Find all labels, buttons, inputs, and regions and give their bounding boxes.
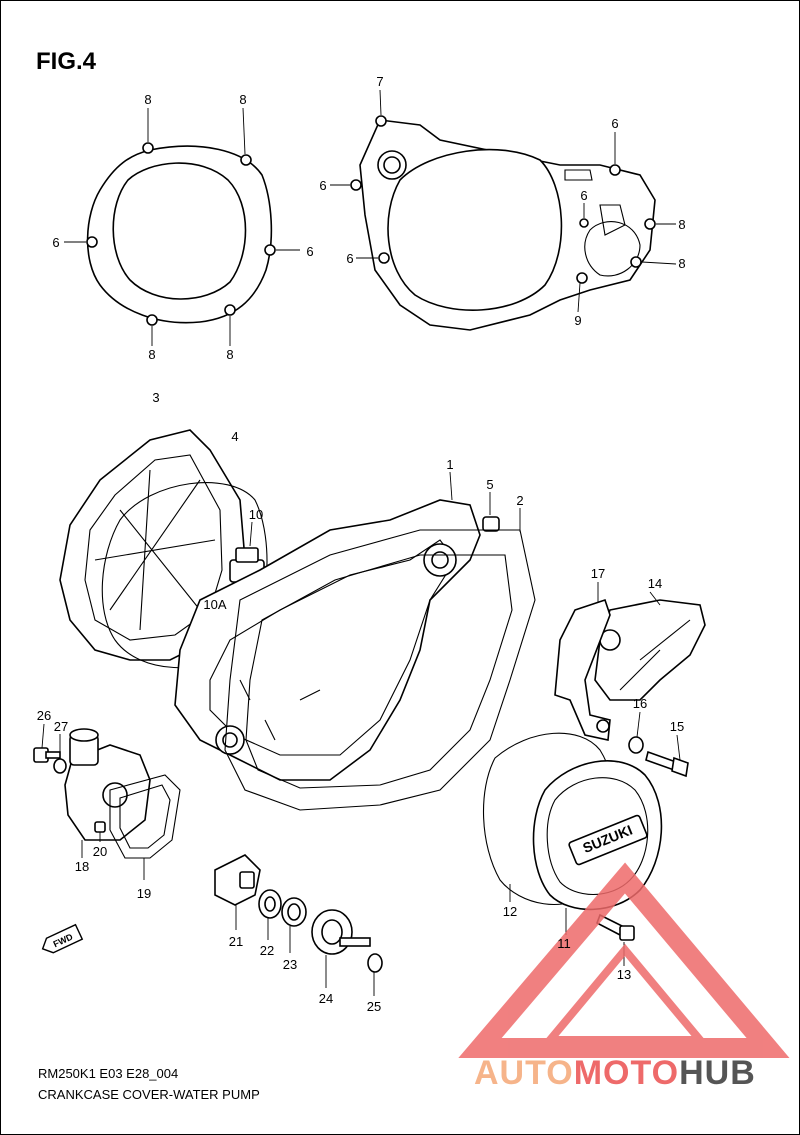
crankcase-cover-gasket: [330, 89, 677, 331]
figure-subtitle: CRANKCASE COVER-WATER PUMP: [38, 1087, 260, 1102]
callout-15: 15: [670, 719, 684, 734]
callout-19: 19: [137, 886, 151, 901]
callout-2: 2: [516, 493, 523, 508]
callout-11: 11: [557, 936, 571, 951]
watermark-logo-icon: [458, 862, 790, 1058]
watermark-moto: MOTO: [574, 1054, 679, 1092]
watermark-auto: AUTO: [474, 1054, 574, 1092]
callout-labels: 8 8 6 6 8 8 7 6 6 6 6 8 8 9 3 4 10 10A 1…: [37, 74, 686, 1014]
dowel-20: [94, 821, 106, 842]
callout-8: 8: [678, 256, 685, 271]
callout-8: 8: [144, 92, 151, 107]
callout-20: 20: [93, 844, 107, 859]
callout-27: 27: [54, 719, 68, 734]
callout-13: 13: [617, 967, 631, 982]
callout-17: 17: [591, 566, 605, 581]
washer-25: [367, 953, 383, 996]
callout-18: 18: [75, 859, 89, 874]
callout-23: 23: [283, 957, 297, 972]
fwd-arrow-icon: FWD: [41, 923, 84, 954]
callout-25: 25: [367, 999, 381, 1014]
washer-27: [53, 734, 67, 774]
callout-8: 8: [226, 347, 233, 362]
callout-7: 7: [376, 74, 383, 89]
callout-1: 1: [446, 457, 453, 472]
bolt-15: [645, 734, 689, 778]
callout-24: 24: [319, 991, 333, 1006]
callout-14: 14: [648, 576, 662, 591]
callout-6: 6: [306, 244, 313, 259]
model-code: RM250K1 E03 E28_004: [38, 1066, 179, 1081]
oil-seal-22: [258, 889, 282, 940]
watermark-text: AUTOMOTOHUB: [474, 1054, 756, 1092]
washer-16: [628, 711, 644, 754]
callout-12: 12: [503, 904, 517, 919]
callout-6: 6: [611, 116, 618, 131]
clutch-cover-gasket: [64, 107, 300, 346]
callout-8: 8: [678, 217, 685, 232]
callout-22: 22: [260, 943, 274, 958]
water-pump-gasket: [109, 774, 181, 880]
callout-21: 21: [229, 934, 243, 949]
callout-10: 10: [249, 507, 263, 522]
callout-10a: 10A: [203, 597, 226, 612]
dowel-pin: [482, 492, 500, 532]
callout-16: 16: [633, 696, 647, 711]
callout-6: 6: [52, 235, 59, 250]
callout-4: 4: [231, 429, 238, 444]
callout-5: 5: [486, 477, 493, 492]
callout-6: 6: [319, 178, 326, 193]
callout-3: 3: [152, 390, 159, 405]
crankcase-gasket-2: [224, 508, 536, 811]
watermark-hub: HUB: [679, 1054, 756, 1092]
callout-9: 9: [574, 313, 581, 328]
water-pump-cover: [64, 728, 151, 858]
figure-title: FIG.4: [36, 48, 97, 75]
callout-6: 6: [580, 188, 587, 203]
chain-guide: [594, 591, 706, 701]
impeller: [214, 854, 261, 930]
mechanical-seal-23: [281, 897, 307, 953]
crankcase-cover: [174, 471, 481, 781]
chain-guide-bracket: [554, 582, 611, 741]
water-pump-shaft-gear: [311, 909, 371, 988]
callout-26: 26: [37, 708, 51, 723]
callout-8: 8: [148, 347, 155, 362]
callout-6: 6: [346, 251, 353, 266]
callout-8: 8: [239, 92, 246, 107]
